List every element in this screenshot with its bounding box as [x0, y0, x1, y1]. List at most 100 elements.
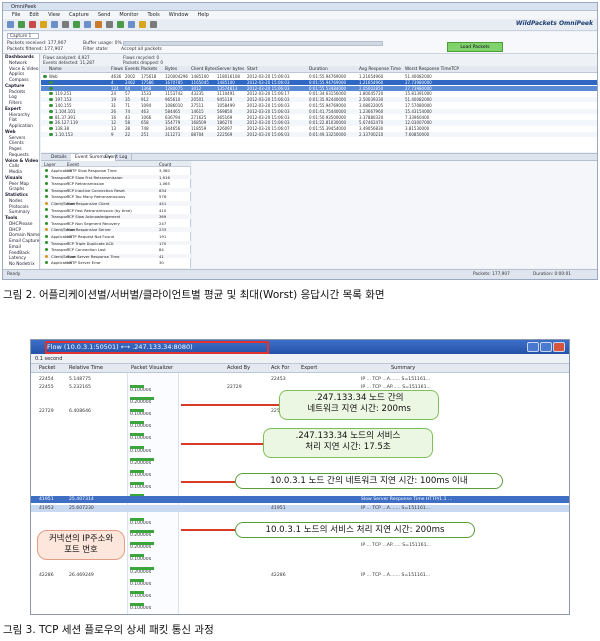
sidebar-item[interactable]: Graphs [9, 187, 25, 193]
col-relative-time[interactable]: Relative Time [69, 365, 103, 371]
col-ack-for[interactable]: Ack For [271, 365, 290, 371]
flow-col-5[interactable]: Client Bytes [191, 67, 217, 72]
toolbar-icon-0[interactable] [7, 21, 14, 28]
col-event[interactable]: Event [67, 161, 79, 167]
menu-item-7[interactable]: Window [168, 12, 189, 18]
sidebar-item[interactable]: Compass [9, 78, 29, 83]
sidebar-item[interactable]: Visuals [5, 175, 23, 181]
minimize-button[interactable] [527, 342, 539, 352]
sidebar-item[interactable]: Clients [9, 141, 24, 147]
sidebar-item[interactable]: Calls [9, 164, 20, 170]
sidebar-item[interactable]: Servers [9, 135, 26, 141]
sidebar-item[interactable]: Applics [9, 72, 25, 78]
sidebar-item[interactable]: Email [9, 244, 21, 250]
flow-col-1[interactable]: Flows [111, 67, 124, 72]
sidebar-item[interactable]: No Nodetrix [9, 262, 35, 267]
menu-item-4[interactable]: Send [97, 12, 111, 18]
col-expert[interactable]: Expert [301, 365, 318, 371]
sidebar-item[interactable]: Capture [5, 83, 25, 89]
sidebar-item[interactable]: Flat [9, 118, 17, 124]
sidebar-item[interactable]: Voice & Video [5, 158, 39, 164]
capture-tab[interactable]: Capture 1 [7, 33, 39, 39]
sidebar-item[interactable]: Peer Map [9, 181, 29, 187]
tab-event-summary[interactable]: Event Summary [71, 154, 117, 162]
flow-col-6[interactable]: Server bytes [217, 67, 245, 72]
col-count[interactable]: Count [159, 161, 172, 167]
flow-col-8[interactable]: Duration [309, 67, 328, 72]
sidebar-item[interactable]: Filters [9, 101, 22, 106]
toolbar-icon-8[interactable] [95, 21, 102, 28]
sidebar-item[interactable]: Expert [5, 106, 21, 112]
sidebar-item[interactable]: Application [9, 124, 34, 129]
toolbar-icon-5[interactable] [62, 21, 69, 28]
sidebar-item[interactable]: Pages [9, 147, 22, 152]
col-summary[interactable]: Summary [391, 365, 416, 371]
flow-col-3[interactable]: Packets [141, 67, 158, 72]
toolbar-icon-13[interactable] [150, 21, 157, 28]
col-packet-visualizer[interactable]: Packet Visualizer [131, 365, 174, 371]
sidebar-item[interactable]: Protocols [9, 204, 29, 210]
sidebar-item[interactable]: Email Capture [9, 239, 40, 244]
sidebar-item[interactable]: Nodes [9, 198, 23, 204]
maximize-button[interactable] [540, 342, 552, 352]
menu-item-6[interactable]: Tools [147, 12, 160, 18]
toolbar-icon-4[interactable] [51, 21, 58, 28]
sidebar-item[interactable]: Dashboards [5, 55, 34, 60]
sidebar-item[interactable]: Log [9, 95, 17, 101]
flow-col-10[interactable]: Worst Response Time [405, 67, 452, 72]
sidebar-item[interactable]: Statistics [5, 193, 28, 198]
sidebar-item[interactable]: DHCP [9, 227, 22, 233]
sidebar-item[interactable]: Hierarchy [9, 112, 30, 118]
flow-col-7[interactable]: Start [247, 67, 258, 72]
toolbar-icon-10[interactable] [117, 21, 124, 28]
sidebar-item[interactable]: Latency [9, 256, 26, 262]
menu-item-0[interactable]: File [12, 12, 21, 18]
sidebar-item[interactable]: Packets [9, 89, 26, 95]
menu-item-5[interactable]: Monitor [119, 12, 139, 18]
col-layer[interactable]: Layer [44, 161, 56, 167]
toolbar-icon-6[interactable] [73, 21, 80, 28]
menu-item-1[interactable]: Edit [29, 12, 40, 18]
flow-col-9[interactable]: Avg Response Time [359, 67, 401, 72]
menu-item-2[interactable]: View [48, 12, 60, 18]
load-packets-button[interactable]: Load Packets [447, 42, 503, 52]
toolbar-icon-11[interactable] [128, 21, 135, 28]
sidebar-item[interactable]: Network [9, 60, 27, 66]
toolbar-icon-1[interactable] [18, 21, 25, 28]
sidebar-item[interactable]: Summary [9, 210, 30, 216]
toolbar-icon-2[interactable] [29, 21, 36, 28]
toolbar-icon-3[interactable] [40, 21, 47, 28]
flow-col-2[interactable]: Events [125, 67, 140, 72]
tab-event-log[interactable]: Event Log [101, 154, 133, 162]
col-acked-by[interactable]: Acked By [227, 365, 251, 371]
flow-col-4[interactable]: Bytes [165, 67, 178, 72]
sidebar-item[interactable]: Domain Name [9, 233, 40, 239]
sidebar-item[interactable]: Web [5, 129, 16, 135]
sidebar-item[interactable]: Requests [9, 152, 29, 158]
close-button[interactable] [553, 342, 565, 352]
